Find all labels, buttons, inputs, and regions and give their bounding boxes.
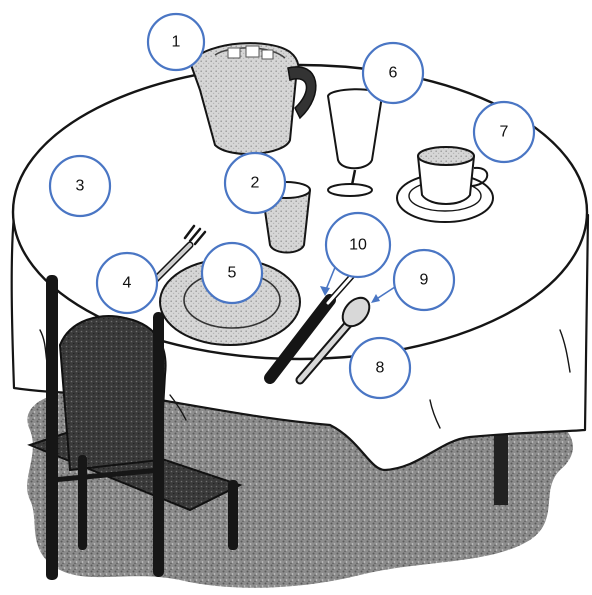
callout-5: 5 (202, 243, 262, 303)
callout-number: 8 (376, 360, 385, 377)
callout-1: 1 (148, 14, 204, 70)
callout-10: 10 (326, 213, 390, 277)
callout-number: 6 (389, 65, 398, 82)
callout-number: 10 (349, 237, 367, 254)
callout-4: 4 (97, 253, 157, 313)
table-leg-right (494, 430, 508, 505)
callout-number: 9 (420, 272, 429, 289)
callout-2: 2 (225, 153, 285, 213)
callout-8: 8 (350, 338, 410, 398)
callout-3: 3 (50, 156, 110, 216)
callout-7: 7 (474, 102, 534, 162)
callout-9: 9 (394, 250, 454, 310)
callout-number: 4 (123, 275, 132, 292)
callout-number: 7 (500, 124, 509, 141)
callout-number: 3 (76, 178, 85, 195)
callout-number: 2 (251, 175, 260, 192)
callout-6: 6 (363, 43, 423, 103)
callout-number: 1 (172, 34, 181, 51)
callout-number: 5 (228, 265, 237, 282)
